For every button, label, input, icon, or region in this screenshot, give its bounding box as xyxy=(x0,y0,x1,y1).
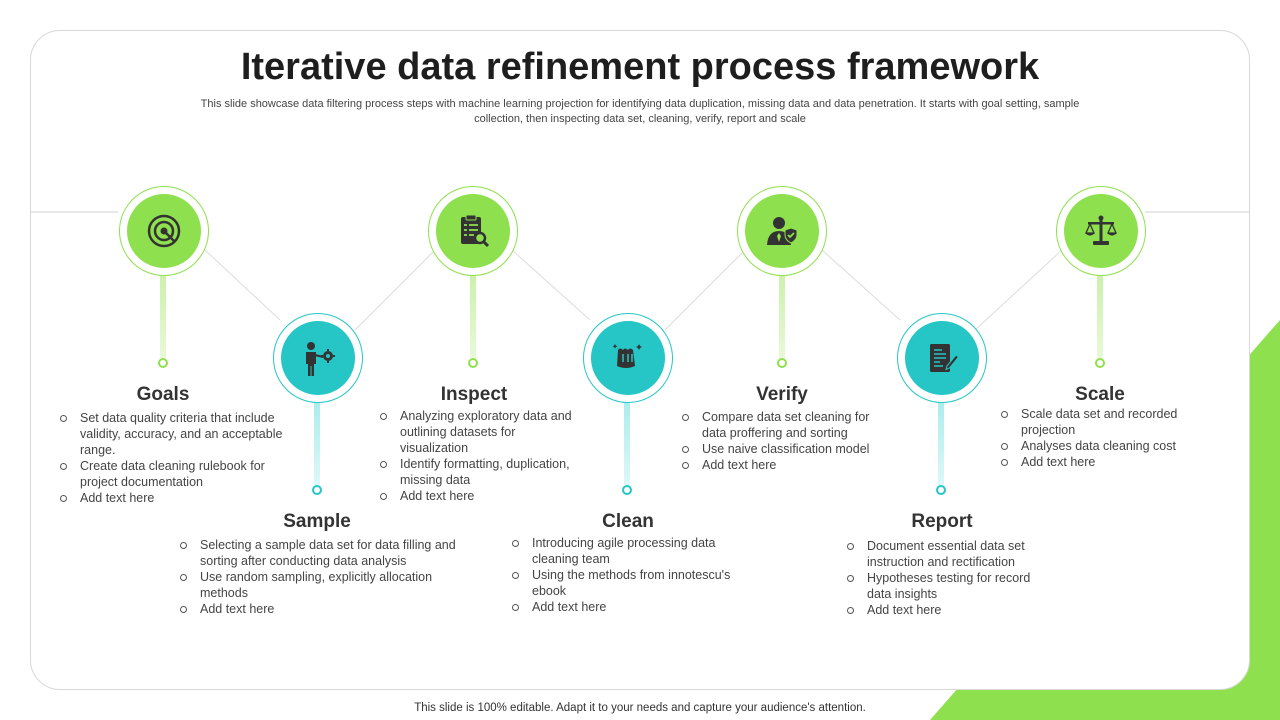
list-item: Add text here xyxy=(847,602,1052,618)
verify-bullets: Compare data set cleaning for data proff… xyxy=(682,409,882,473)
target-icon xyxy=(147,214,181,248)
report-node xyxy=(897,313,987,403)
list-item: Add text here xyxy=(60,490,295,506)
list-item: Analyses data cleaning cost xyxy=(1001,438,1206,454)
verify-stem xyxy=(779,270,785,358)
scale-bullets: Scale data set and recorded projection A… xyxy=(1001,406,1206,470)
goals-marker xyxy=(158,358,168,368)
sample-node xyxy=(273,313,363,403)
report-title: Report xyxy=(911,511,973,532)
page-title: Iterative data refinement process framew… xyxy=(240,46,1040,88)
clean-title: Clean xyxy=(602,511,654,532)
scale-node xyxy=(1056,186,1146,276)
content-card xyxy=(30,30,1250,690)
balance-scale-icon xyxy=(1084,215,1118,245)
list-item: Hypotheses testing for record data insig… xyxy=(847,570,1052,602)
list-item: Set data quality criteria that include v… xyxy=(60,410,295,458)
inspect-stem xyxy=(470,270,476,358)
sample-marker xyxy=(312,485,322,495)
report-marker xyxy=(936,485,946,495)
inspect-title: Inspect xyxy=(440,384,508,405)
scale-marker xyxy=(1095,358,1105,368)
report-document-icon xyxy=(930,344,960,372)
list-item: Compare data set cleaning for data proff… xyxy=(682,409,882,441)
list-item: Analyzing exploratory data and outlining… xyxy=(380,408,580,456)
page-subtitle: This slide showcase data filtering proce… xyxy=(200,98,1080,125)
sample-bullets: Selecting a sample data set for data fil… xyxy=(180,537,475,617)
clean-stem xyxy=(624,397,630,485)
footer-note: This slide is 100% editable. Adapt it to… xyxy=(414,702,866,714)
list-item: Document essential data set instruction … xyxy=(847,538,1052,570)
scale-title: Scale xyxy=(1075,384,1125,405)
clean-marker xyxy=(622,485,632,495)
report-bullets: Document essential data set instruction … xyxy=(847,538,1052,618)
list-item: Identify formatting, duplication, missin… xyxy=(380,456,580,488)
clipboard-search-icon xyxy=(461,214,490,248)
list-item: Add text here xyxy=(380,488,580,504)
list-item: Add text here xyxy=(512,599,742,615)
list-item: Add text here xyxy=(180,601,475,617)
inspect-marker xyxy=(468,358,478,368)
list-item: Use naive classification model xyxy=(682,441,882,457)
scale-stem xyxy=(1097,270,1103,358)
list-item: Introducing agile processing data cleani… xyxy=(512,535,742,567)
clean-bullets: Introducing agile processing data cleani… xyxy=(512,535,742,615)
list-item: Add text here xyxy=(682,457,882,473)
goals-node xyxy=(119,186,209,276)
list-item: Add text here xyxy=(1001,454,1206,470)
sample-stem xyxy=(314,397,320,485)
goals-stem xyxy=(160,270,166,358)
person-gear-icon xyxy=(306,342,335,376)
inspect-bullets: Analyzing exploratory data and outlining… xyxy=(380,408,580,504)
list-item: Create data cleaning rulebook for projec… xyxy=(60,458,295,490)
verify-marker xyxy=(777,358,787,368)
goals-title: Goals xyxy=(136,384,190,405)
clean-node xyxy=(583,313,673,403)
sample-title: Sample xyxy=(283,511,351,532)
inspect-node xyxy=(428,186,518,276)
list-item: Using the methods from innotescu's ebook xyxy=(512,567,742,599)
report-stem xyxy=(938,397,944,485)
verified-user-icon xyxy=(767,217,798,245)
verify-node xyxy=(737,186,827,276)
goals-bullets: Set data quality criteria that include v… xyxy=(60,410,295,506)
list-item: Scale data set and recorded projection xyxy=(1001,406,1206,438)
list-item: Selecting a sample data set for data fil… xyxy=(180,537,475,569)
verify-title: Verify xyxy=(756,384,808,405)
cleaning-cloth-icon xyxy=(612,344,642,368)
list-item: Use random sampling, explicitly allocati… xyxy=(180,569,475,601)
